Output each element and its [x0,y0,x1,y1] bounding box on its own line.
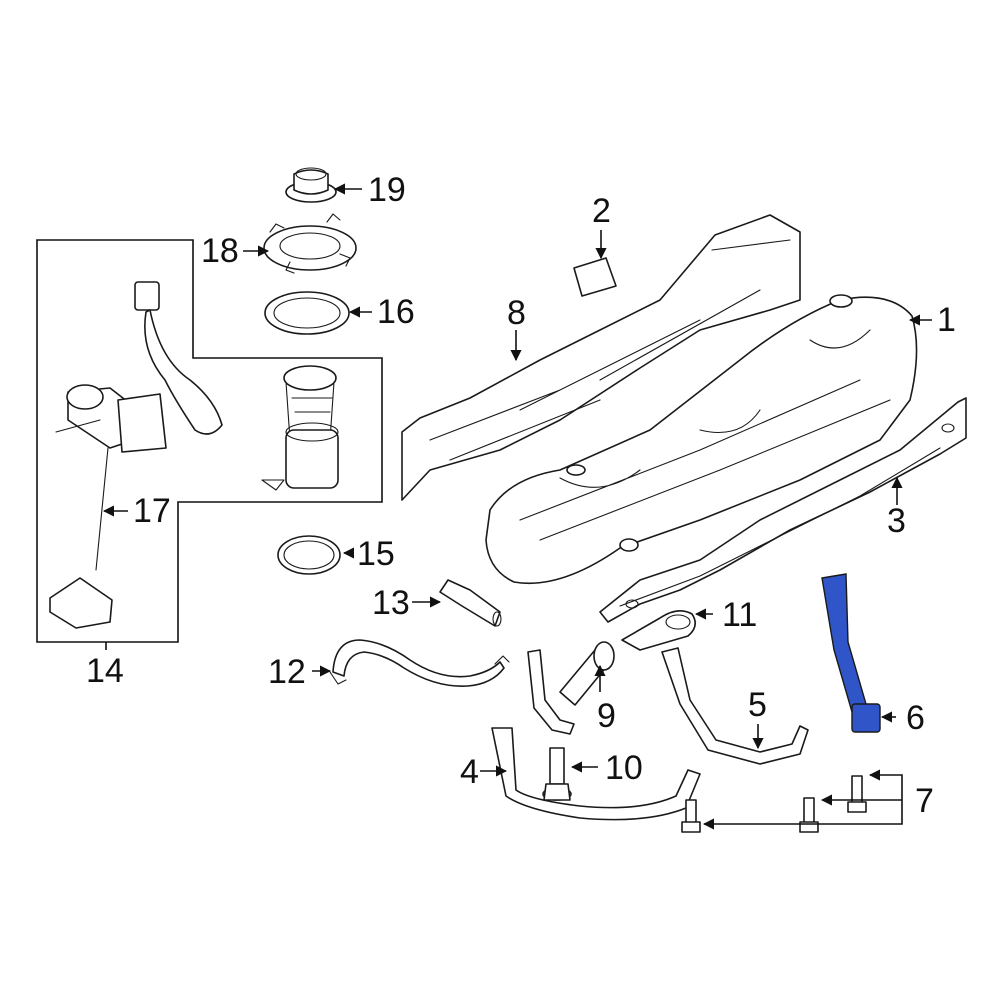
part-9-filler-neck[interactable] [527,641,615,735]
callout-6: 6 [906,699,925,737]
part-10-bolt[interactable] [542,747,572,801]
part-16-seal[interactable] [264,291,350,335]
callout-17: 17 [133,492,171,530]
callout-8: 8 [507,294,526,332]
callout-5: 5 [748,686,767,724]
part-12-hose[interactable] [332,639,505,687]
callout-11: 11 [722,596,757,634]
callout-18: 18 [201,232,239,270]
callout-labels: 1 2 3 4 5 6 7 8 9 10 11 12 13 14 15 16 1… [86,171,956,820]
part-11-gasket[interactable] [621,610,696,651]
callout-7: 7 [915,782,934,820]
part-15-o-ring[interactable] [277,535,341,575]
part-2-label[interactable] [573,257,617,297]
callout-3: 3 [887,502,906,540]
part-4-strap[interactable] [491,727,701,821]
part-3-skid-plate[interactable] [599,397,967,623]
callout-9: 9 [597,697,616,735]
callout-16: 16 [377,293,415,331]
part-18-lock-ring[interactable] [263,213,357,274]
fuel-pump-module[interactable] [261,365,339,491]
part-5-strap[interactable] [661,647,809,765]
callout-12: 12 [268,653,306,691]
callout-13: 13 [372,584,410,622]
part-13-valve[interactable] [439,579,502,627]
callout-4: 4 [460,753,479,791]
callout-15: 15 [357,535,395,573]
callout-2: 2 [592,192,611,230]
part-17-sending-unit[interactable] [49,281,223,629]
part-19-cap[interactable] [285,167,337,203]
callout-19: 19 [368,171,406,209]
part-8-heat-shield[interactable] [401,214,801,501]
part-6-strap-highlighted[interactable] [821,573,881,733]
callout-10: 10 [605,749,643,787]
part-1-fuel-tank[interactable] [485,294,918,585]
pump-group-outline [36,239,383,643]
callout-14: 14 [86,652,124,690]
leader-lines [102,183,932,830]
callout-1: 1 [937,301,956,339]
